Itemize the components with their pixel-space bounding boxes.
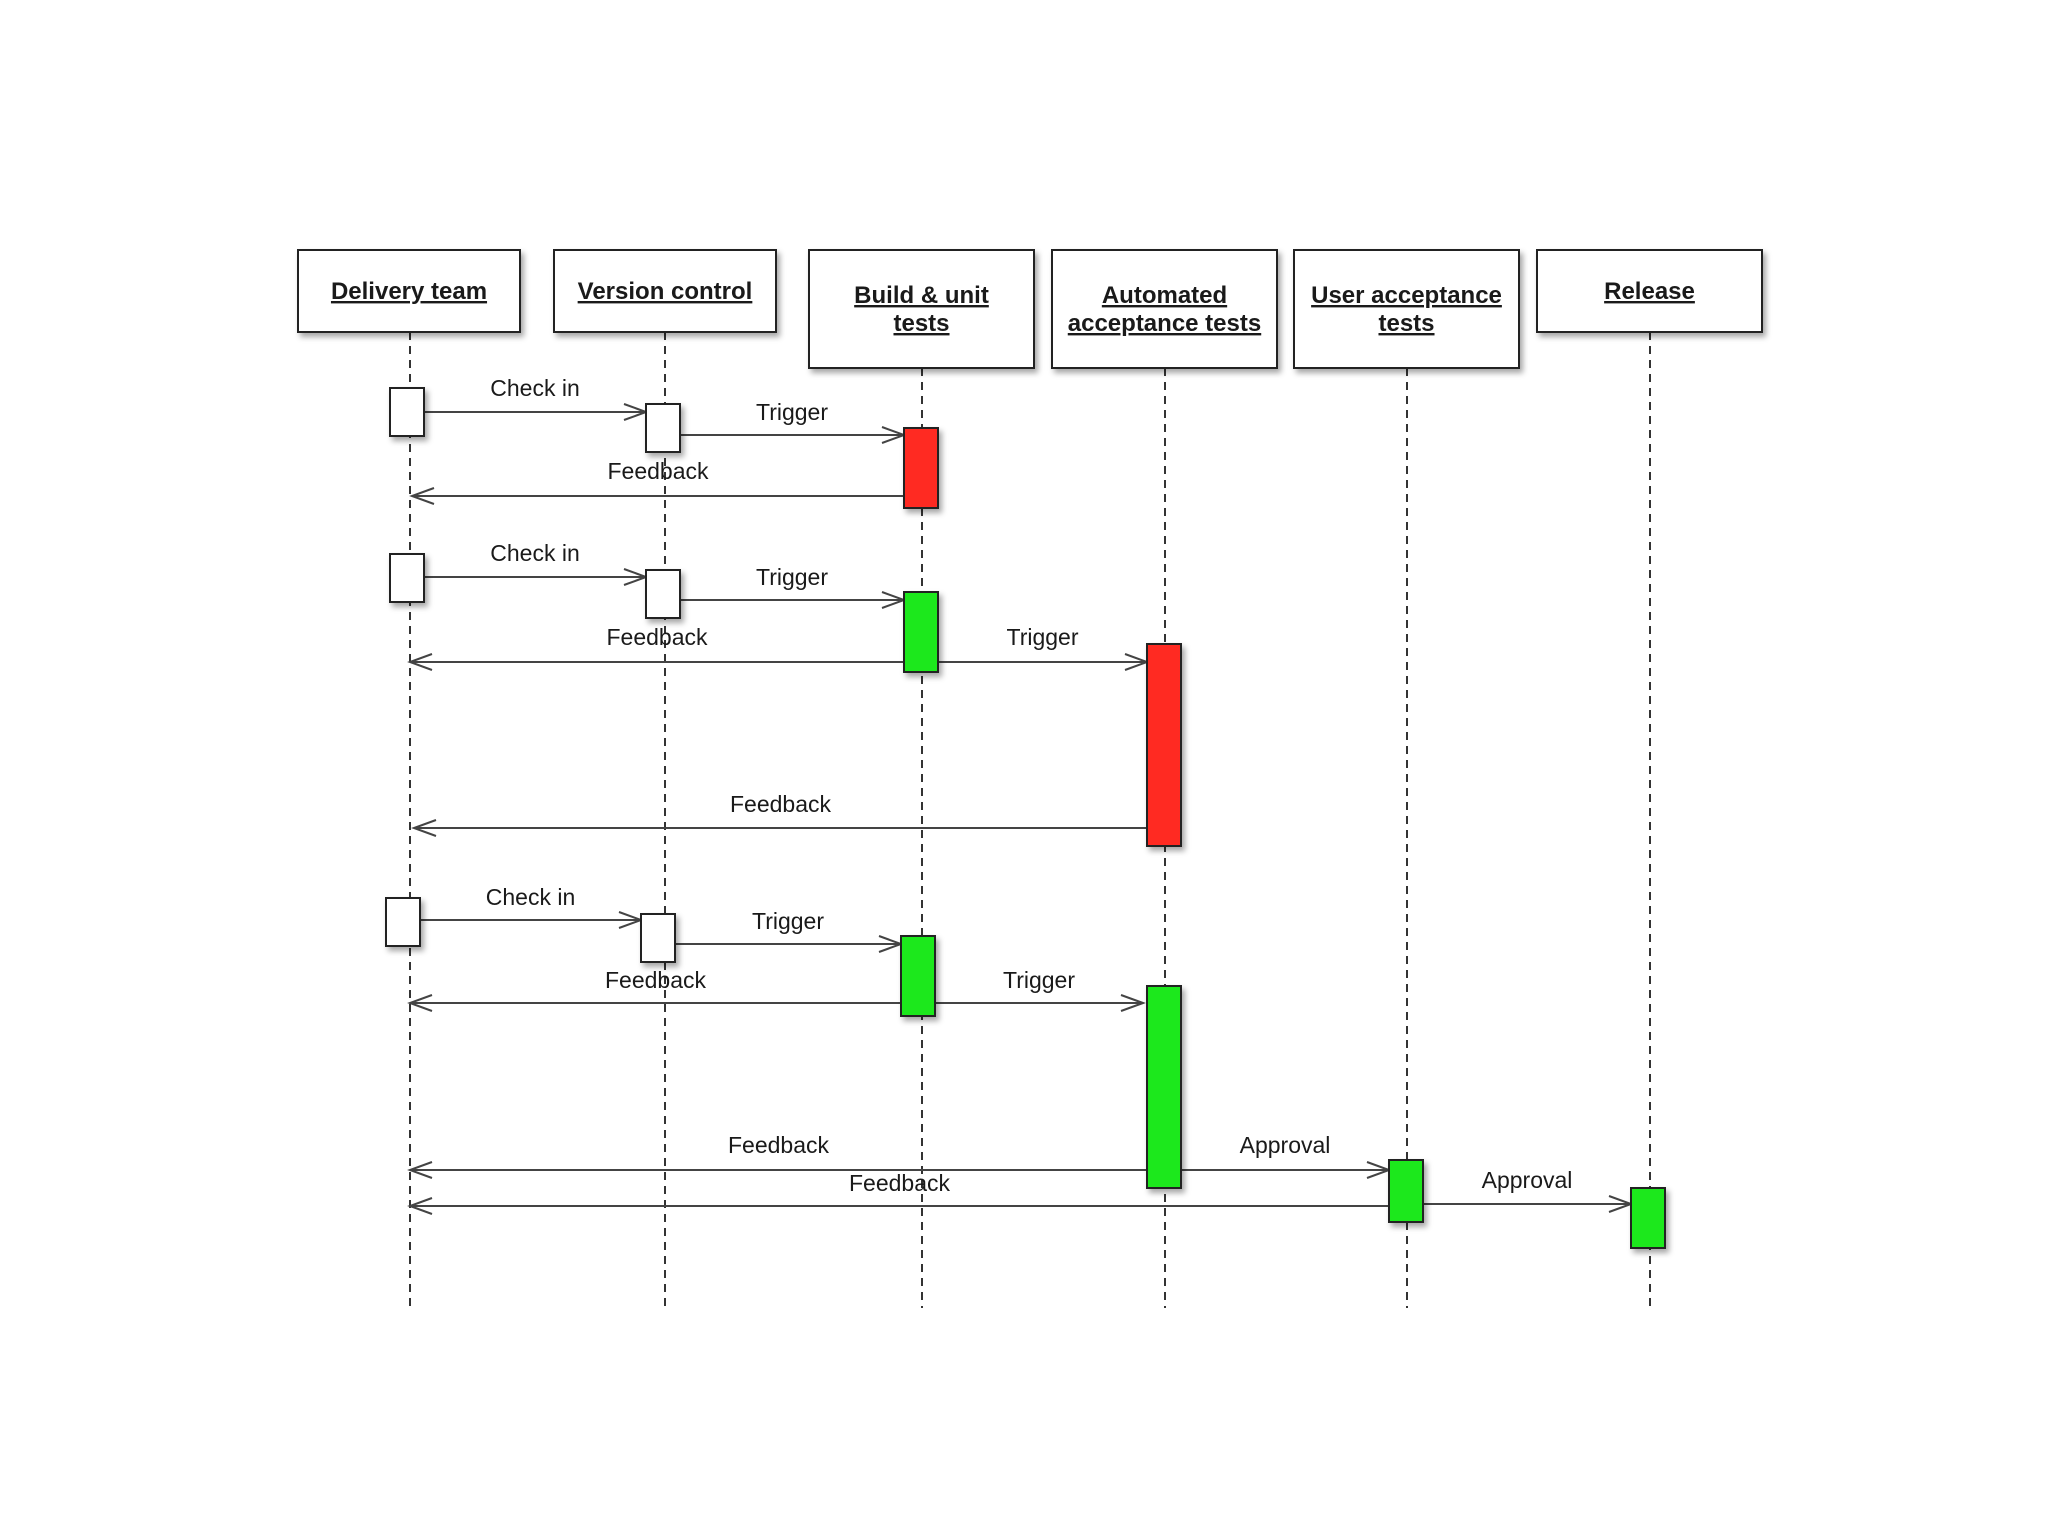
activation-vcs-neutral bbox=[640, 913, 676, 963]
participant-label: acceptance tests bbox=[1068, 310, 1261, 337]
message: Feedback bbox=[411, 791, 1147, 837]
message: Feedback bbox=[407, 1170, 1389, 1215]
message: Feedback bbox=[409, 458, 904, 505]
arrowhead bbox=[407, 1197, 433, 1215]
message-label: Feedback bbox=[605, 967, 707, 993]
activation-delivery-neutral bbox=[385, 897, 421, 947]
message-label: Trigger bbox=[756, 564, 828, 590]
participant-label: Automated bbox=[1102, 282, 1227, 309]
message-label: Approval bbox=[1240, 1132, 1331, 1158]
participant-label: tests bbox=[893, 310, 949, 337]
activation-uat-passed bbox=[1388, 1159, 1424, 1223]
message-label: Feedback bbox=[728, 1132, 830, 1158]
message: Approval bbox=[1181, 1132, 1392, 1179]
message: Trigger bbox=[680, 399, 907, 444]
activation-release-passed bbox=[1630, 1187, 1666, 1249]
participant-box bbox=[1536, 249, 1763, 333]
message: Trigger bbox=[675, 908, 904, 953]
activation-delivery-neutral bbox=[389, 387, 425, 437]
arrowhead bbox=[411, 819, 437, 837]
message: Trigger bbox=[935, 967, 1146, 1012]
activation-vcs-neutral bbox=[645, 403, 681, 453]
message-label: Feedback bbox=[730, 791, 832, 817]
message: Check in bbox=[424, 375, 649, 421]
arrowhead bbox=[409, 487, 435, 505]
activation-build-passed bbox=[903, 591, 939, 673]
message: Feedback bbox=[407, 1132, 1147, 1179]
message: Check in bbox=[420, 884, 644, 929]
participant-box bbox=[553, 249, 777, 333]
participant-label: tests bbox=[1378, 310, 1434, 337]
message-label: Check in bbox=[490, 540, 579, 566]
participant-release: Release bbox=[1536, 249, 1763, 333]
message-label: Trigger bbox=[752, 908, 824, 934]
participant-label: Release bbox=[1604, 278, 1695, 305]
activation-aat-passed bbox=[1146, 985, 1182, 1189]
message-label: Check in bbox=[486, 884, 575, 910]
participant-box bbox=[808, 249, 1035, 369]
activation-vcs-neutral bbox=[645, 569, 681, 619]
lifelines bbox=[409, 332, 1651, 1308]
message: Trigger bbox=[680, 564, 907, 609]
participant-label: Delivery team bbox=[331, 278, 487, 305]
message: Feedback bbox=[407, 967, 901, 1012]
participant-label: Build & unit bbox=[854, 282, 989, 309]
arrowhead bbox=[1120, 994, 1146, 1012]
participant-delivery: Delivery team bbox=[297, 249, 521, 333]
message-label: Trigger bbox=[1003, 967, 1075, 993]
activations bbox=[385, 387, 1666, 1249]
message-label: Check in bbox=[490, 375, 579, 401]
activation-delivery-neutral bbox=[389, 553, 425, 603]
activation-build-passed bbox=[900, 935, 936, 1017]
activation-aat-failed bbox=[1146, 643, 1182, 847]
message: Trigger bbox=[938, 624, 1150, 671]
participant-label: Version control bbox=[578, 278, 753, 305]
message-label: Feedback bbox=[849, 1170, 951, 1196]
arrowhead bbox=[407, 994, 433, 1012]
arrowhead bbox=[407, 1161, 433, 1179]
message-label: Trigger bbox=[756, 399, 828, 425]
arrowhead bbox=[407, 653, 433, 671]
participant-vcs: Version control bbox=[553, 249, 777, 333]
message: Feedback bbox=[407, 624, 904, 671]
message-label: Approval bbox=[1482, 1167, 1573, 1193]
message: Approval bbox=[1423, 1167, 1634, 1213]
participant-label: User acceptance bbox=[1311, 282, 1502, 309]
message-label: Feedback bbox=[606, 624, 708, 650]
message-label: Trigger bbox=[1007, 624, 1079, 650]
participant-boxes: Delivery team Version control Build & unit… bbox=[297, 249, 1763, 369]
participant-box bbox=[1293, 249, 1520, 369]
message: Check in bbox=[424, 540, 649, 586]
participant-box bbox=[1051, 249, 1278, 369]
activation-build-failed bbox=[903, 427, 939, 509]
message-label: Feedback bbox=[607, 458, 709, 484]
participant-box bbox=[297, 249, 521, 333]
